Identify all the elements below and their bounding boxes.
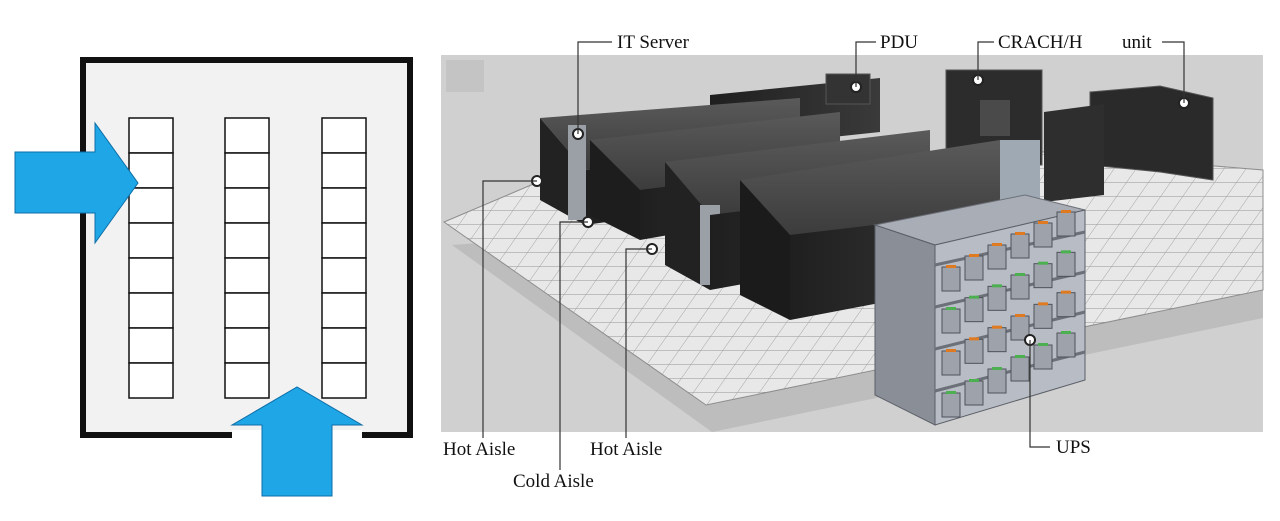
ups-battery-rack (873, 194, 1086, 426)
datacenter-render (441, 41, 1264, 470)
battery-terminal (992, 325, 1002, 329)
battery-terminal (969, 379, 979, 382)
rack-cell (224, 117, 270, 154)
rack-cell (128, 292, 174, 329)
label-unit: unit (1122, 32, 1152, 53)
ups-shelf (934, 350, 1086, 393)
rack-cell (224, 292, 270, 329)
battery-terminal (1015, 355, 1025, 358)
rack-cell (224, 362, 270, 399)
rack-cell (128, 187, 174, 224)
battery-block (1033, 263, 1053, 289)
rack-cell (321, 152, 367, 189)
label-it-server: IT Server (617, 32, 689, 53)
label-hot-aisle-left: Hot Aisle (443, 439, 516, 460)
battery-terminal (1061, 331, 1071, 334)
battery-block (1033, 222, 1053, 248)
rack-columns (128, 117, 367, 399)
battery-block (941, 392, 961, 418)
battery-terminal (969, 337, 979, 341)
battery-block (964, 338, 984, 364)
battery-terminal (1015, 232, 1025, 235)
battery-block (941, 308, 961, 334)
battery-terminal (969, 254, 979, 257)
ups-shelf (934, 310, 1086, 351)
battery-block (987, 244, 1007, 270)
battery-block (1056, 292, 1076, 318)
rack-cell (128, 327, 174, 364)
airflow-arrow-bottom (230, 386, 364, 497)
rack-cell (321, 257, 367, 294)
rack-cell (224, 327, 270, 364)
rack-cell (128, 257, 174, 294)
battery-block (987, 327, 1007, 353)
battery-block (1010, 233, 1030, 259)
battery-terminal (992, 243, 1002, 246)
battery-block (1056, 211, 1076, 237)
battery-terminal (992, 367, 1002, 370)
rack-cell (224, 222, 270, 259)
rack-cell (128, 362, 174, 399)
battery-block (1033, 303, 1053, 329)
rack-cell (128, 117, 174, 154)
battery-block (1010, 274, 1030, 300)
rack-cell (321, 327, 367, 364)
rack-cell (224, 152, 270, 189)
rack-cell (128, 222, 174, 259)
rack-cell (224, 257, 270, 294)
rack-cell (224, 187, 270, 224)
battery-block (987, 285, 1007, 311)
battery-block (1010, 356, 1030, 382)
battery-block (964, 255, 984, 281)
ups-shelf (934, 270, 1086, 309)
battery-block (941, 266, 961, 292)
battery-terminal (1015, 314, 1025, 317)
ups-shelves (934, 210, 1086, 418)
battery-terminal (946, 265, 956, 268)
battery-terminal (1061, 250, 1071, 254)
battery-block (941, 350, 961, 376)
leader-lines (482, 41, 1185, 470)
battery-terminal (946, 307, 956, 310)
label-cold-aisle: Cold Aisle (513, 471, 594, 492)
battery-terminal (969, 295, 979, 299)
battery-block (964, 297, 984, 323)
label-ups: UPS (1056, 437, 1091, 458)
battery-terminal (1015, 273, 1025, 276)
battery-terminal (1038, 261, 1048, 265)
right-unit (1089, 85, 1214, 181)
battery-block (987, 368, 1007, 394)
ups-shelf (934, 230, 1086, 267)
battery-terminal (1061, 290, 1071, 294)
battery-terminal (992, 284, 1002, 288)
rack-cell (321, 222, 367, 259)
room-plan (14, 57, 413, 497)
battery-terminal (1038, 302, 1048, 306)
rack-cell (321, 117, 367, 154)
battery-terminal (1061, 210, 1071, 213)
label-crach: CRACH/H (998, 32, 1083, 53)
rack-cell (321, 362, 367, 399)
battery-block (1056, 332, 1076, 358)
airflow-arrow-left (14, 121, 139, 245)
battery-block (1033, 344, 1053, 370)
battery-block (1056, 251, 1076, 277)
pdu-cabinet (825, 73, 871, 105)
label-pdu: PDU (880, 32, 919, 53)
battery-terminal (1038, 221, 1048, 224)
rack-cell (321, 292, 367, 329)
battery-terminal (1038, 343, 1048, 346)
battery-block (964, 380, 984, 406)
rack-cell (321, 187, 367, 224)
battery-terminal (946, 349, 956, 352)
battery-terminal (946, 391, 956, 394)
label-hot-aisle-right: Hot Aisle (590, 439, 663, 460)
